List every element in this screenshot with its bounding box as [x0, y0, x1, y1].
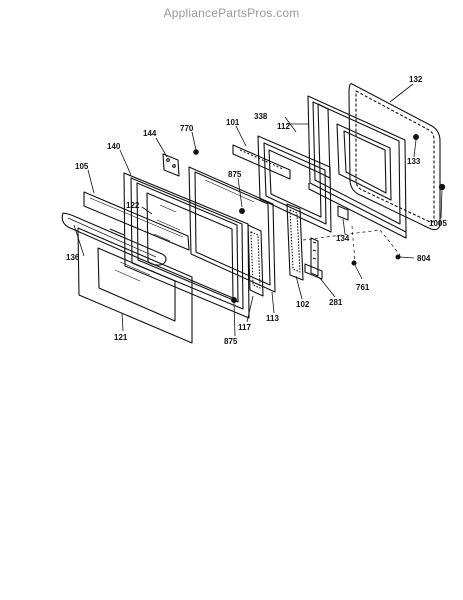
callout-770: 770: [180, 124, 194, 133]
callout-875-top: 875: [228, 170, 242, 179]
callout-144: 144: [143, 129, 157, 138]
callout-112: 112: [277, 122, 290, 131]
screw-804: [395, 254, 401, 260]
part-112-liner: [307, 95, 407, 239]
alignment-lines: [302, 225, 401, 263]
callout-1005: 1005: [429, 219, 447, 228]
callout-113: 113: [266, 314, 279, 323]
callout-labels: 132 338 112 101 770 144 140 105 875 122 …: [66, 75, 447, 346]
part-136-handle: [61, 212, 167, 266]
callout-122: 122: [126, 201, 140, 210]
callout-101: 101: [226, 118, 240, 127]
part-105-frame: [83, 191, 190, 251]
part-102-bracket: [286, 203, 304, 281]
callout-121: 121: [114, 333, 128, 342]
callout-140: 140: [107, 142, 121, 151]
screw-875-bottom: [231, 297, 237, 303]
callout-338: 338: [254, 112, 268, 121]
part-113-glass: [188, 166, 276, 293]
callout-761: 761: [356, 283, 370, 292]
callout-281: 281: [329, 298, 343, 307]
callout-875-bottom: 875: [224, 337, 238, 346]
part-134-clip: [337, 205, 349, 221]
part-144-plate: [162, 153, 180, 177]
watermark: AppliancePartsPros.com: [163, 6, 300, 20]
screw-133: [413, 134, 419, 140]
part-101-bar: [232, 144, 291, 180]
part-121-door-panel: [77, 227, 193, 344]
part-117-bracket: [247, 224, 264, 297]
callout-132: 132: [409, 75, 423, 84]
callout-117: 117: [238, 323, 251, 332]
part-132-gasket: [348, 83, 441, 231]
callout-133: 133: [407, 157, 421, 166]
callout-102: 102: [296, 300, 310, 309]
screw-761: [351, 260, 357, 266]
callout-105: 105: [75, 162, 89, 171]
callout-134: 134: [336, 234, 350, 243]
part-140-frame: [123, 172, 250, 319]
screw-875-top: [239, 208, 245, 214]
callout-804: 804: [417, 254, 431, 263]
leader-lines: [73, 83, 443, 337]
screw-770: [193, 149, 199, 155]
callout-136: 136: [66, 253, 80, 262]
part-338-frame: [257, 135, 332, 233]
screw-1005: [438, 183, 446, 191]
part-281-hinge: [304, 237, 323, 280]
